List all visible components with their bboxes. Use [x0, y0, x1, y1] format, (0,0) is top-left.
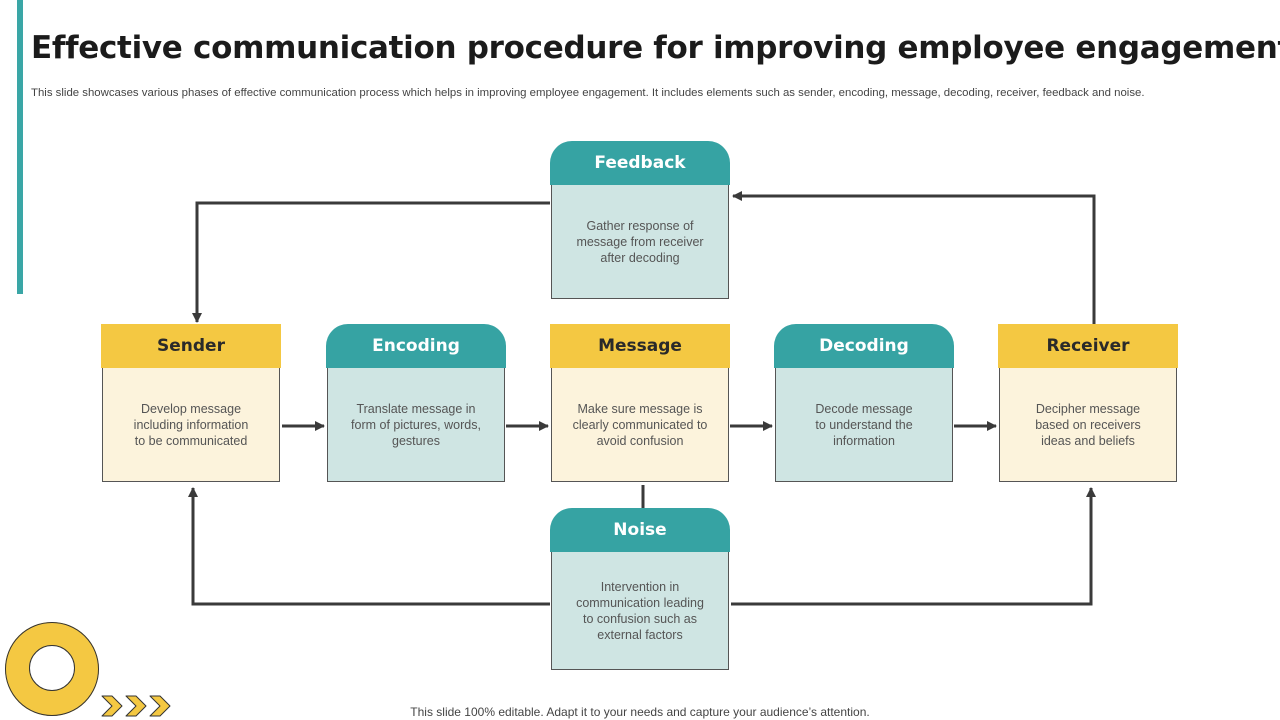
- chevron-arrows-icon: [101, 695, 171, 717]
- message-text: Make sure message is clearly communicate…: [551, 368, 729, 482]
- message-title: Message: [550, 324, 730, 368]
- footer-note: This slide 100% editable. Adapt it to yo…: [410, 705, 870, 719]
- arrow-receiver-feedback: [732, 191, 1096, 324]
- sender-box: Sender Develop message including informa…: [101, 324, 281, 482]
- encoding-text: Translate message in form of pictures, w…: [327, 368, 505, 482]
- slide-title: Effective communication procedure for im…: [31, 30, 1280, 66]
- decoding-box: Decoding Decode message to understand th…: [774, 324, 954, 482]
- receiver-text: Decipher message based on receivers idea…: [999, 368, 1177, 482]
- slide-subtitle: This slide showcases various phases of e…: [31, 87, 1145, 99]
- receiver-title: Receiver: [998, 324, 1178, 368]
- message-box: Message Make sure message is clearly com…: [550, 324, 730, 482]
- accent-bar: [17, 0, 23, 294]
- sender-title: Sender: [101, 324, 281, 368]
- noise-title: Noise: [550, 508, 730, 552]
- decoding-title: Decoding: [774, 324, 954, 368]
- feedback-text: Gather response of message from receiver…: [551, 185, 729, 299]
- feedback-title: Feedback: [550, 141, 730, 185]
- decoding-text: Decode message to understand the informa…: [775, 368, 953, 482]
- noise-box: Noise Intervention in communication lead…: [550, 508, 730, 670]
- arrow-feedback-sender: [192, 201, 550, 323]
- sender-text: Develop message including information to…: [102, 368, 280, 482]
- ring-outline: [5, 622, 99, 716]
- noise-text: Intervention in communication leading to…: [551, 552, 729, 670]
- encoding-box: Encoding Translate message in form of pi…: [326, 324, 506, 482]
- arrow-noise-receiver: [731, 487, 1096, 606]
- receiver-box: Receiver Decipher message based on recei…: [998, 324, 1178, 482]
- arrow-noise-sender: [188, 487, 550, 606]
- feedback-box: Feedback Gather response of message from…: [550, 141, 730, 299]
- encoding-title: Encoding: [326, 324, 506, 368]
- ring-hole: [29, 645, 75, 691]
